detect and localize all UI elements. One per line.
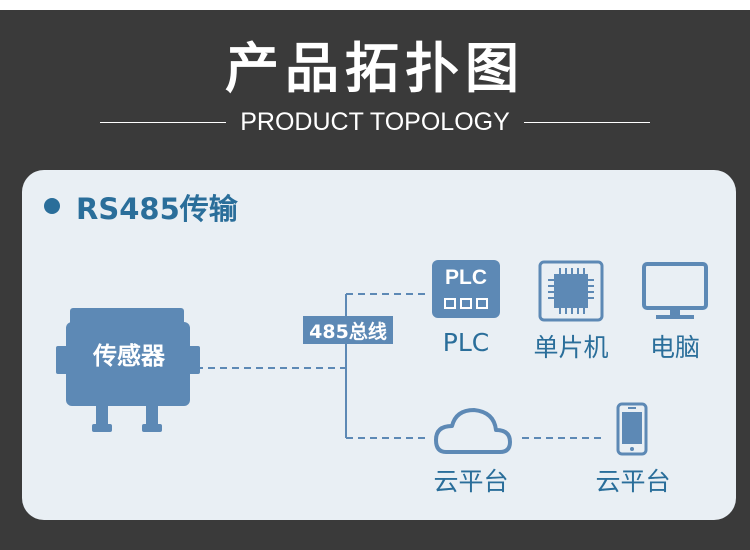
subtitle-divider-right — [523, 121, 651, 123]
subtitle-divider-left — [100, 121, 227, 123]
node-label-computer: 电脑 — [649, 333, 700, 362]
sensor-device-icon — [56, 308, 200, 432]
microcontroller-chip-icon — [538, 260, 604, 322]
node-label-plc: PLC — [442, 328, 490, 357]
computer-monitor-icon — [642, 262, 708, 319]
bullet-dot-icon — [44, 198, 60, 214]
bus-label-badge: 485总线 — [303, 316, 393, 344]
node-label-microcontroller: 单片机 — [533, 333, 609, 362]
plc-icon — [432, 260, 500, 318]
plc-icon-text: PLC — [445, 266, 487, 289]
cloud-icon — [434, 408, 512, 454]
top-border — [0, 0, 750, 10]
sensor-label: 传感器 — [93, 342, 165, 370]
section-title: RS485传输 — [76, 192, 238, 226]
subtitle-row: PRODUCT TOPOLOGY — [100, 104, 651, 140]
page-subtitle: PRODUCT TOPOLOGY — [240, 107, 510, 136]
smartphone-icon — [616, 402, 648, 456]
connection-lines — [196, 293, 604, 439]
node-label-cloud: 云平台 — [433, 467, 509, 496]
page-title: 产品拓扑图 — [225, 37, 525, 100]
node-label-phone-cloud: 云平台 — [595, 467, 671, 496]
